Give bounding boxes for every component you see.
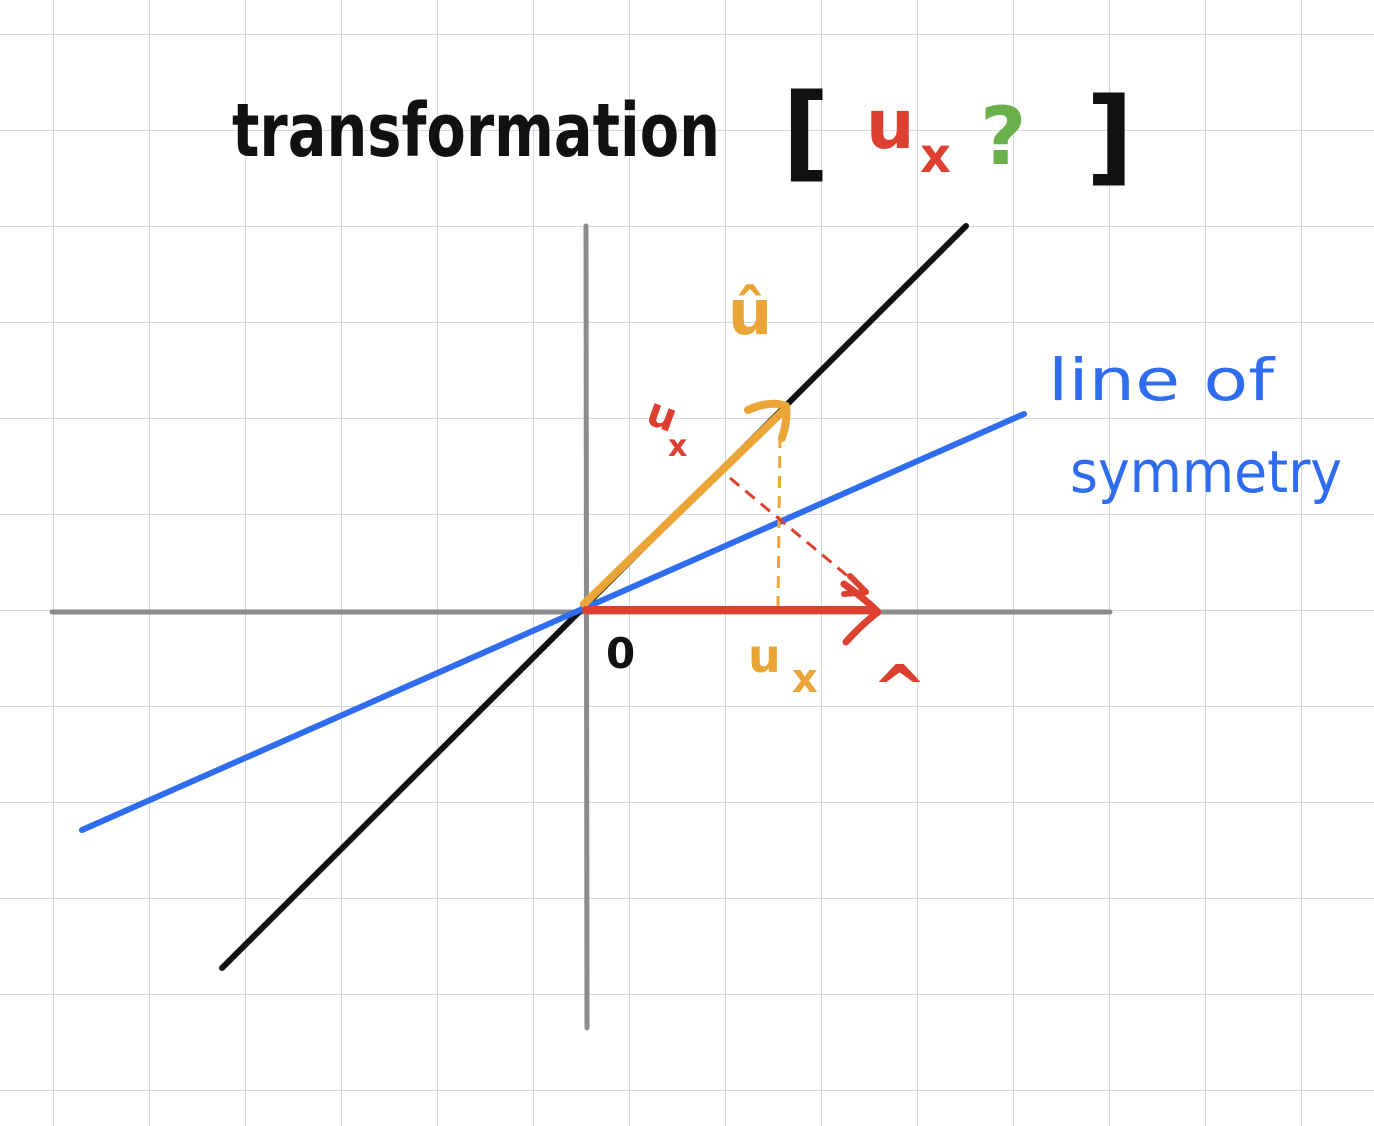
u-hat-vector [580, 399, 791, 608]
line-of-symmetry [79, 411, 1027, 833]
matrix-entry-1-subscript: x [920, 128, 951, 184]
title-word: transformation [232, 88, 720, 174]
origin-label: 0 [606, 629, 635, 678]
x-hat-label: ^ [872, 651, 927, 728]
u-x-orange-label: u [748, 629, 781, 683]
u-x-red-subscript: x [668, 429, 687, 464]
x-hat-vector [582, 580, 882, 646]
matrix-entry-2: ? [980, 90, 1026, 183]
u-x-projection-dashed [776, 435, 782, 607]
line-of-symmetry-label-1: line of [1048, 346, 1276, 414]
title: transformation [ u x ? ] [232, 71, 1134, 197]
u-hat-label: û [728, 276, 772, 349]
matrix-open-bracket: [ [782, 71, 830, 193]
u-x-orange-subscript: x [792, 656, 818, 702]
line-of-symmetry-label-2: symmetry [1070, 438, 1342, 506]
matrix-entry-1: u [866, 86, 914, 165]
y-axis [583, 223, 590, 1031]
matrix-close-bracket: ] [1086, 75, 1134, 197]
